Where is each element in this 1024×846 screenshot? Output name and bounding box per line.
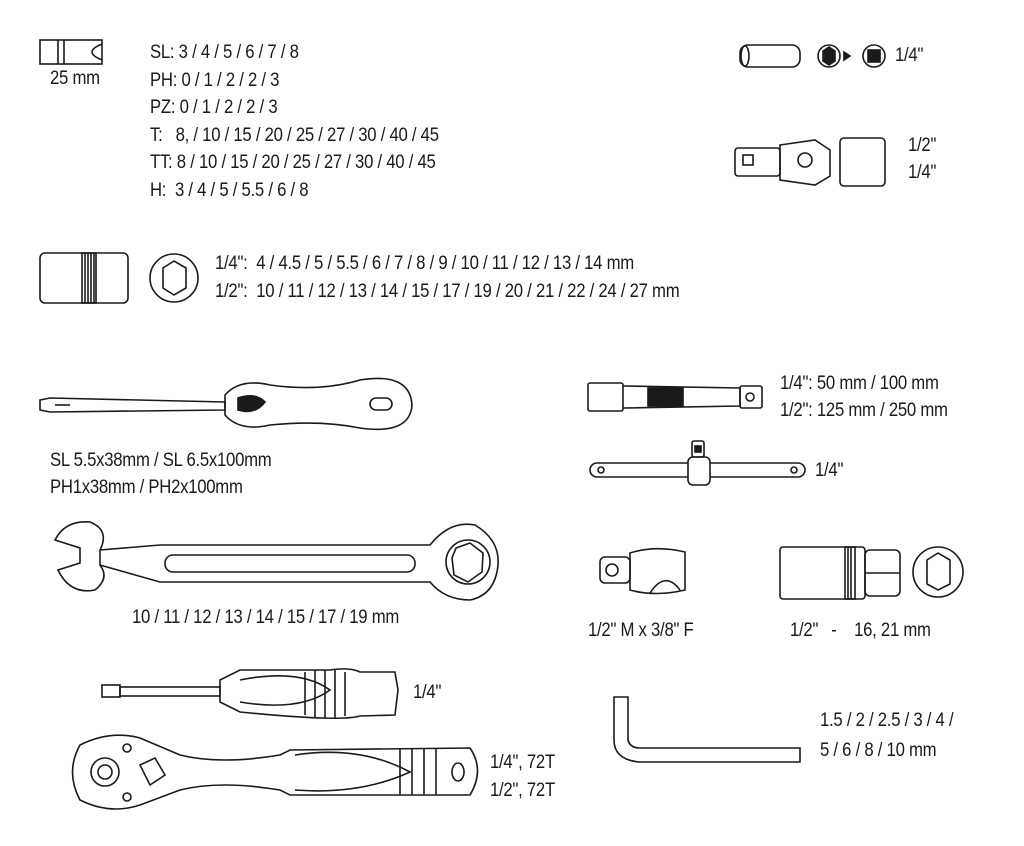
extension-sizes-1: 1/4": 50 mm / 100 mm	[780, 373, 939, 394]
spark-plug-socket-icon	[779, 546, 964, 600]
bit-adapter-icon	[739, 44, 886, 68]
ratchet-label-2: 1/2", 72T	[490, 780, 555, 801]
bit-adapter-label: 1/4"	[895, 45, 924, 66]
t-bar-label: 1/4"	[815, 460, 844, 481]
t-bar-icon	[589, 440, 806, 486]
wrench-sizes: 10 / 11 / 12 / 13 / 14 / 15 / 17 / 19 mm	[132, 607, 400, 628]
bit-icon	[39, 39, 103, 65]
combination-wrench-icon	[53, 521, 499, 601]
bit-sizes-sl: SL: 3 / 4 / 5 / 6 / 7 / 8	[150, 42, 299, 63]
hex-key-sizes-1: 1.5 / 2 / 2.5 / 3 / 4 /	[820, 710, 954, 731]
socket-icon	[39, 252, 199, 304]
extension-bar-icon	[587, 382, 763, 412]
reducer-label: 1/2" M x 3/8" F	[588, 620, 694, 641]
bit-sizes-ph: PH: 0 / 1 / 2 / 2 / 3	[150, 70, 280, 91]
universal-joint-label-1: 1/2"	[908, 135, 937, 156]
ratchet-label-1: 1/4", 72T	[490, 752, 555, 773]
socket-sizes-half: 1/2": 10 / 11 / 12 / 13 / 14 / 15 / 17 /…	[215, 281, 680, 302]
hex-key-sizes-2: 5 / 6 / 8 / 10 mm	[820, 740, 937, 761]
bit-sizes-t: T: 8, / 10 / 15 / 20 / 25 / 27 / 30 / 40…	[150, 125, 439, 146]
universal-joint-label-2: 1/4"	[908, 162, 937, 183]
bit-driver-icon	[101, 668, 399, 720]
bit-driver-label: 1/4"	[413, 682, 442, 703]
ratchet-icon	[71, 734, 479, 810]
screwdriver-sizes-1: SL 5.5x38mm / SL 6.5x100mm	[50, 450, 272, 471]
socket-sizes-quarter: 1/4": 4 / 4.5 / 5 / 5.5 / 6 / 7 / 8 / 9 …	[215, 253, 634, 274]
bit-length-label: 25 mm	[50, 68, 100, 89]
reducer-adapter-icon	[599, 547, 686, 595]
extension-sizes-2: 1/2": 125 mm / 250 mm	[780, 400, 948, 421]
screwdriver-icon	[39, 377, 413, 431]
hex-key-icon	[613, 696, 801, 763]
bit-sizes-h: H: 3 / 4 / 5 / 5.5 / 6 / 8	[150, 180, 309, 201]
universal-joint-icon	[734, 137, 886, 187]
spark-plug-socket-label: 1/2" - 16, 21 mm	[790, 620, 931, 641]
bit-sizes-tt: TT: 8 / 10 / 15 / 20 / 25 / 27 / 30 / 40…	[150, 152, 436, 173]
screwdriver-sizes-2: PH1x38mm / PH2x100mm	[50, 477, 243, 498]
bit-sizes-pz: PZ: 0 / 1 / 2 / 2 / 3	[150, 97, 278, 118]
